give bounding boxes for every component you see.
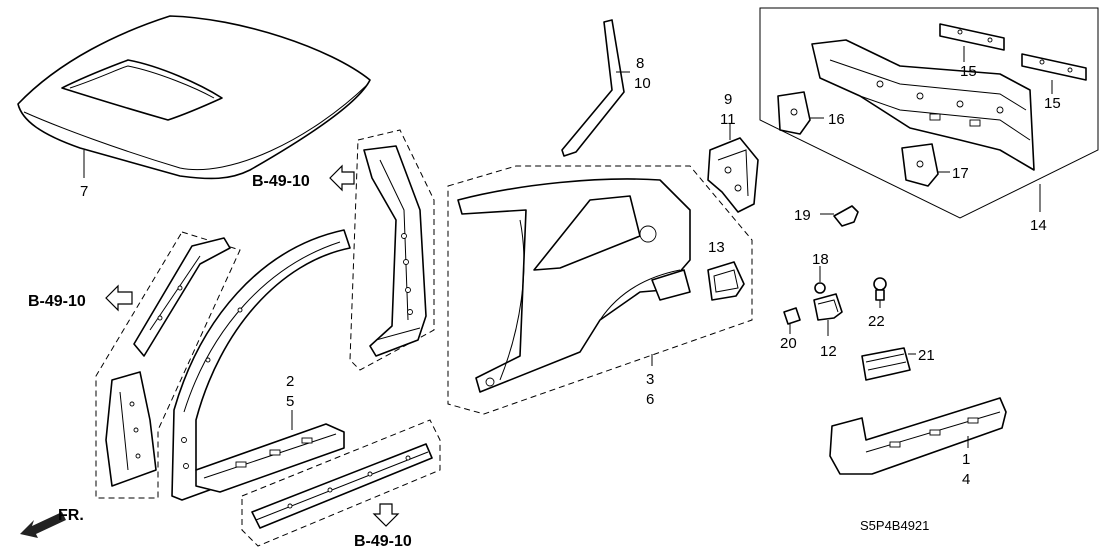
front-sill-outer [195, 423, 345, 493]
label-22: 22 [868, 313, 885, 330]
rear-panel-gusset-left [777, 91, 811, 135]
nut-18 [814, 282, 826, 294]
label-19: 19 [794, 207, 811, 224]
sill-group-outline [241, 419, 441, 547]
fuel-filler-pocket [707, 261, 745, 301]
center-pillar-inner [363, 145, 427, 357]
label-12: 12 [820, 343, 837, 360]
ref-b-49-10-left: B-49-10 [28, 293, 86, 310]
ref-arrow-bottom [372, 503, 400, 527]
ref-b-49-10-bottom: B-49-10 [354, 533, 412, 550]
label-8: 8 [636, 55, 644, 72]
roof-panel [17, 15, 371, 180]
label-9: 9 [724, 91, 732, 108]
label-14: 14 [1030, 217, 1047, 234]
quarter-panel-outline [447, 165, 753, 415]
quarter-weatherstrip [561, 19, 625, 157]
grommet-20 [783, 307, 801, 325]
quarter-bracket [707, 137, 759, 213]
label-1: 1 [962, 451, 970, 468]
clip-19 [833, 205, 859, 227]
ref-arrow-left [105, 284, 133, 312]
rear-panel-bracket-b [1021, 53, 1087, 81]
label-10: 10 [634, 75, 651, 92]
side-sill-panel [829, 397, 1007, 475]
label-17: 17 [952, 165, 969, 182]
rear-panel [811, 39, 1035, 171]
label-16: 16 [828, 111, 845, 128]
a-pillar-lower-bracket [105, 371, 157, 487]
pillar-group-outline [349, 129, 435, 371]
label-3: 3 [646, 371, 654, 388]
label-5: 5 [286, 393, 294, 410]
label-18: 18 [812, 251, 829, 268]
label-6: 6 [646, 391, 654, 408]
front-direction-arrow-icon [20, 512, 66, 538]
label-11: 11 [720, 111, 736, 128]
label-21: 21 [918, 347, 935, 364]
rear-panel-bracket-a [939, 23, 1005, 51]
rear-panel-gusset-right [901, 143, 939, 187]
label-15a: 15 [960, 63, 977, 80]
label-4: 4 [962, 471, 970, 488]
sill-reinforcement [251, 443, 433, 529]
a-pillar-group-outline [95, 231, 241, 499]
diagram-code: S5P4B4921 [860, 518, 929, 533]
label-20: 20 [780, 335, 797, 352]
rear-panel-group-outline [759, 7, 1099, 219]
ref-arrow-upper [329, 164, 355, 192]
part-21-block [861, 347, 911, 381]
a-pillar-upper-bracket [133, 237, 231, 357]
ref-b-49-10-upper: B-49-10 [252, 173, 310, 190]
bolt-22 [873, 277, 887, 301]
label-15b: 15 [1044, 95, 1061, 112]
rear-quarter-panel [457, 178, 691, 393]
label-13: 13 [708, 239, 725, 256]
front-marker: FR. [58, 507, 84, 524]
fuel-lid [813, 293, 843, 321]
label-7: 7 [80, 183, 88, 200]
label-2: 2 [286, 373, 294, 390]
front-pillar-outer [171, 229, 351, 501]
